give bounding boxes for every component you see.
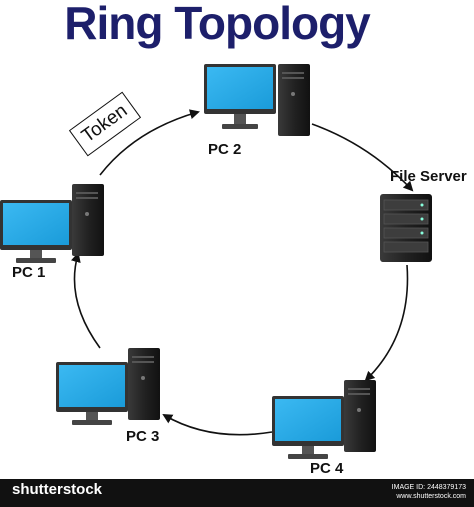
image-id-text: IMAGE ID: 2448379173 www.shutterstock.co… — [392, 483, 466, 501]
link-pc1-pc2 — [99, 109, 200, 176]
site-url: www.shutterstock.com — [396, 493, 466, 500]
pc1-computer-icon — [0, 184, 104, 263]
link-pc4-pc3 — [162, 413, 273, 436]
pc1-label: PC 1 — [12, 264, 46, 281]
link-pc3-pc1 — [71, 252, 101, 349]
pc3-computer-icon — [56, 348, 160, 425]
pc2-computer-icon — [204, 64, 310, 136]
diagram-title: Ring Topology — [64, 0, 371, 49]
ring-diagram — [0, 64, 432, 459]
pc4-label: PC 4 — [310, 460, 344, 477]
pc3-label: PC 3 — [126, 428, 160, 445]
footer-bar: shutterstock IMAGE ID: 2448379173 www.sh… — [0, 479, 474, 507]
image-id: IMAGE ID: 2448379173 — [391, 484, 466, 491]
file-server-icon — [380, 194, 432, 262]
pc2-label: PC 2 — [208, 141, 242, 158]
shutterstock-logo: shutterstock — [12, 481, 103, 498]
link-pc2-fileserver — [311, 123, 414, 192]
link-fileserver-pc4 — [364, 264, 409, 382]
file-server-label: File Server — [390, 168, 467, 185]
pc4-computer-icon — [272, 380, 376, 459]
